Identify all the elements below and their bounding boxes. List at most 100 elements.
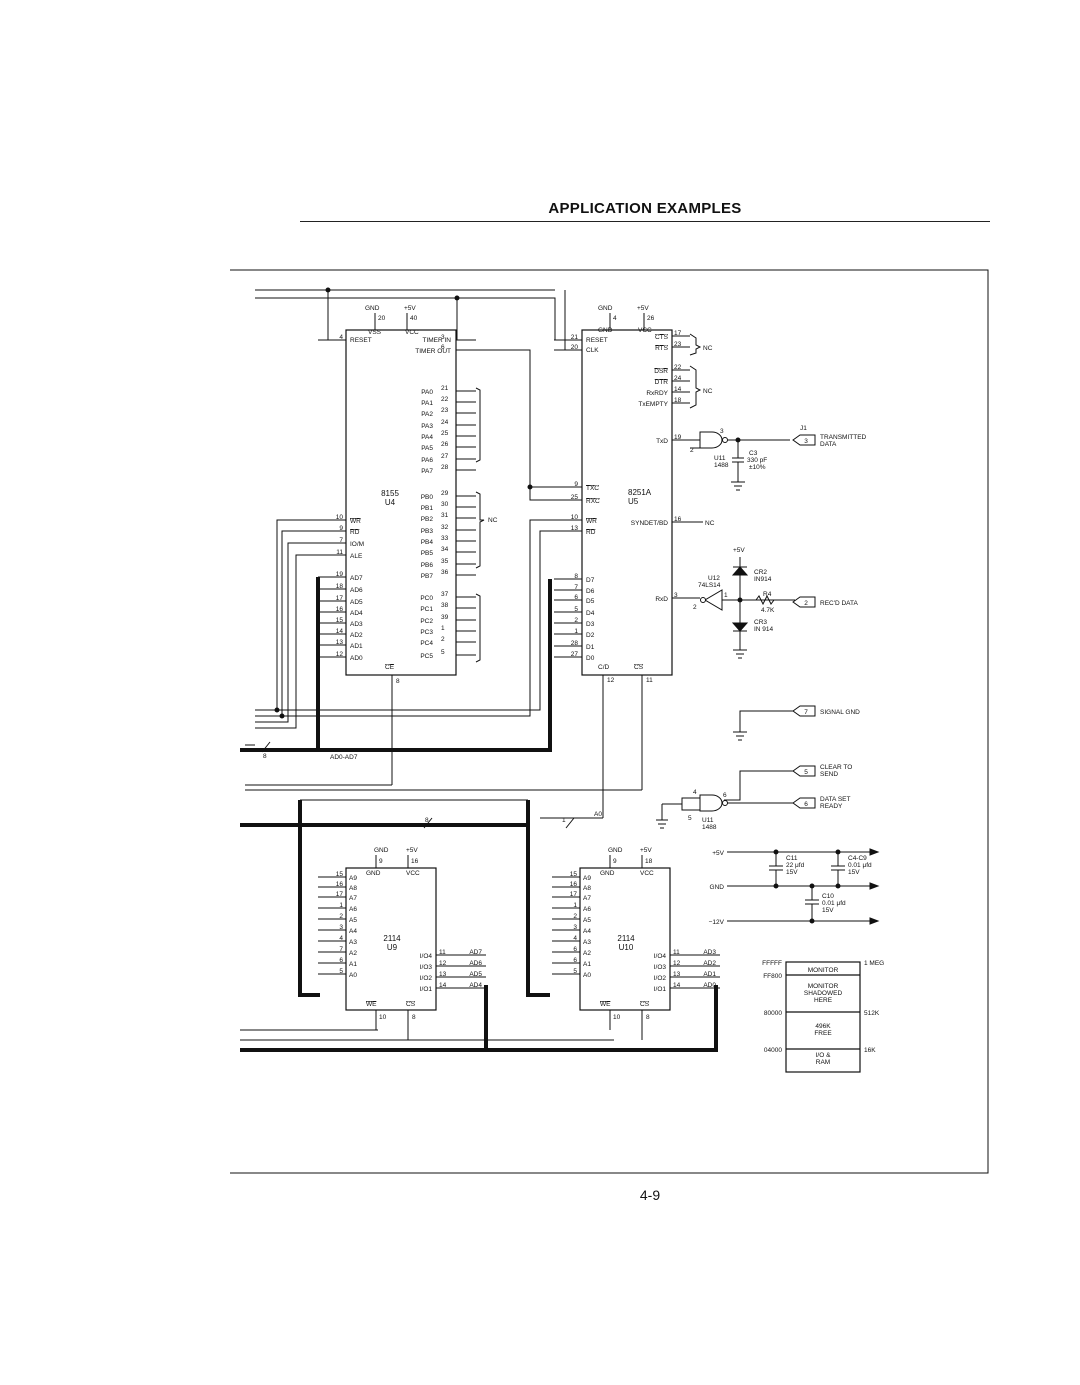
connector-label: TRANSMITTED <box>820 434 867 441</box>
clk-wire <box>457 297 582 341</box>
u5-left-pin-num: 20 <box>571 344 579 351</box>
u10-addr-pin-name: A9 <box>583 875 591 882</box>
u4-ale-wire <box>255 554 346 729</box>
c10-val: 0.01 μfd <box>822 900 846 907</box>
u4-left-pin-name: AD2 <box>350 632 363 639</box>
u9-io-pin-name: I/O4 <box>420 953 433 960</box>
u4-right-pin-num: 5 <box>441 649 445 656</box>
u10-io-net: AD0 <box>703 982 716 989</box>
u5-left-pin-name: WR <box>586 518 597 525</box>
u11-part: 1488 <box>714 462 729 469</box>
u4-pa-brace <box>475 387 481 463</box>
u5-left-pin-num: 13 <box>571 525 579 532</box>
inverter-bubble <box>722 437 728 443</box>
memmap-block-label: MONITOR <box>808 967 839 974</box>
u4-left-pin-num: 9 <box>339 525 343 532</box>
j1-pin-connector <box>792 705 816 717</box>
u10-io-pin-name: I/O2 <box>654 975 667 982</box>
u5-left-pin-num: 2 <box>574 617 578 624</box>
u10-addr-pin-num: 15 <box>570 871 578 878</box>
u9-io-net: AD5 <box>469 971 482 978</box>
connector-pin: 6 <box>804 801 808 808</box>
u4-wr-wire <box>255 519 346 711</box>
u10-io-net: AD2 <box>703 960 716 967</box>
memory-map <box>785 961 861 1073</box>
u10-ref: U10 <box>619 943 634 952</box>
memmap-size: 1 MEG <box>864 960 884 967</box>
u10-addr-pin-name: A1 <box>583 961 591 968</box>
u9-addr-pin-name: A1 <box>349 961 357 968</box>
u9-addr-pin-name: A8 <box>349 885 357 892</box>
junction-dot <box>835 849 841 855</box>
cr3-ref: CR3 <box>754 619 767 626</box>
u10-addr-bus <box>526 800 550 997</box>
u5-left-pin-name: D4 <box>586 610 595 617</box>
u4-right-pin-num: 25 <box>441 430 449 437</box>
u10-cs: CS <box>640 1001 650 1008</box>
u9-io-pin-name: I/O1 <box>420 986 433 993</box>
title-rule <box>300 221 990 222</box>
u10-we: WE <box>600 1001 611 1008</box>
u9-2114-chip <box>345 867 437 1011</box>
u4-iom-wire <box>255 542 346 723</box>
u5-right-pin-num: 18 <box>674 397 682 404</box>
c11-v: 15V <box>786 869 798 876</box>
u4-left-pin-name: RD <box>350 529 360 536</box>
u4-vss: VSS <box>368 329 382 336</box>
cr2-part: IN914 <box>754 576 772 583</box>
u4-right-pin-num: 39 <box>441 614 449 621</box>
u5-ref: U5 <box>628 497 639 506</box>
u10-io-pin-num: 13 <box>673 971 681 978</box>
u4-left-pin-name: IO/M <box>350 541 364 548</box>
u10-addr-pin-num: 5 <box>573 968 577 975</box>
memmap-size: 512K <box>864 1010 880 1017</box>
timer-out-wire <box>476 349 582 488</box>
u4-right-pin-name: PA1 <box>421 400 433 407</box>
u4-pc-brace <box>475 593 481 663</box>
memmap-size: 16K <box>864 1047 876 1054</box>
u5-cs: CS <box>634 664 644 671</box>
u10-addr-pin-num: 3 <box>573 924 577 931</box>
u9-addr-pin-num: 7 <box>339 946 343 953</box>
a0-label: A0 <box>594 811 602 818</box>
u5-left-pin-num: 1 <box>574 628 578 635</box>
u12-part: 74LS14 <box>698 582 721 589</box>
u5-left-pin-num: 25 <box>571 494 579 501</box>
u9-addr-pin-name: A3 <box>349 939 357 946</box>
u4-pin20: 20 <box>378 315 386 322</box>
u9-addr-pin-name: A2 <box>349 950 357 957</box>
c10-ref: C10 <box>822 893 834 900</box>
c4c9-ref: C4-C9 <box>848 855 867 862</box>
u9-addr-pin-num: 6 <box>339 957 343 964</box>
u5-left-pin-num: 28 <box>571 640 579 647</box>
j1-pin-connector <box>792 596 816 608</box>
memmap-address: 80000 <box>764 1010 782 1017</box>
memmap-block-label: MONITOR <box>808 983 839 990</box>
u5-left-pin-name: D3 <box>586 621 595 628</box>
u4-right-pin-name: PB5 <box>421 550 434 557</box>
memmap-block-label: I/O & <box>816 1052 831 1059</box>
u9-addr-pin-num: 1 <box>339 902 343 909</box>
u10-pin-cs: 8 <box>646 1014 650 1021</box>
u5-gnd-label: GND <box>598 305 613 312</box>
u9-cs: CS <box>406 1001 416 1008</box>
u5-nc-1: NC <box>703 345 713 352</box>
u4-right-pin-name: PA4 <box>421 434 433 441</box>
j1-label: J1 <box>800 425 807 432</box>
u4-ce-pin: 8 <box>396 678 400 685</box>
u9-addr-pin-num: 15 <box>336 871 344 878</box>
u5-left-pin-name: D0 <box>586 655 595 662</box>
r4-value: 4.7K <box>761 607 775 614</box>
u5-pin11: 11 <box>646 677 653 684</box>
power-rail-label: +5V <box>712 850 724 857</box>
u5-clk: CLK <box>586 347 599 354</box>
addr-width-label: 8 <box>425 817 429 824</box>
u5-right-pin-name: DSR <box>654 368 668 375</box>
u10-io-pin-num: 14 <box>673 982 681 989</box>
u4-right-pin-name: PA2 <box>421 411 433 418</box>
u4-right-pin-num: 27 <box>441 453 449 460</box>
u10-addr-pin-name: A6 <box>583 906 591 913</box>
junction-dot <box>835 883 841 889</box>
rail-arrow <box>869 882 880 890</box>
junction-dot <box>773 849 779 855</box>
